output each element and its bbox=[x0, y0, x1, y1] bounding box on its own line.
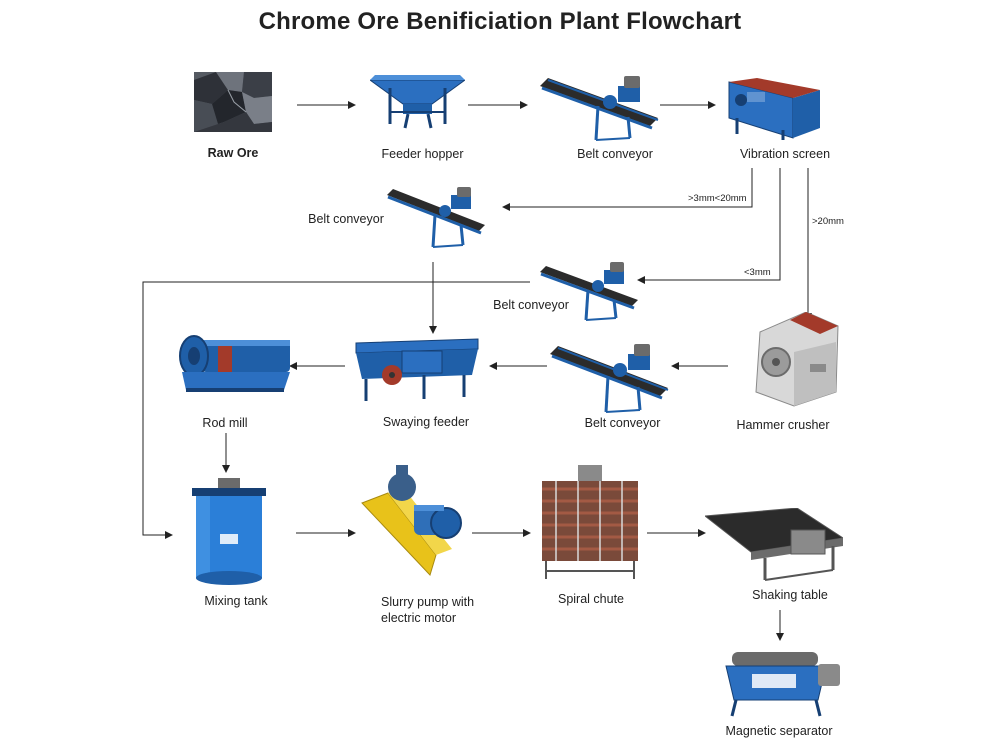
label-slurry-pump: Slurry pump with electric motor bbox=[381, 595, 475, 625]
label-belt-conveyor-4: Belt conveyor bbox=[584, 416, 661, 430]
swaying-feeder-image bbox=[355, 338, 479, 401]
edge-label-mid: >3mm<20mm bbox=[688, 193, 747, 204]
edge-label-fine: <3mm bbox=[744, 267, 771, 278]
label-raw-ore: Raw Ore bbox=[207, 146, 259, 160]
magnetic-separator-image bbox=[725, 652, 840, 717]
label-magnetic-separator: Magnetic separator bbox=[725, 724, 833, 738]
label-belt-conveyor-3: Belt conveyor bbox=[493, 298, 569, 312]
flowchart-title: Chrome Ore Benificiation Plant Flowchart bbox=[258, 8, 742, 35]
label-vibration-screen: Vibration screen bbox=[739, 147, 831, 161]
shaking-table-image bbox=[705, 508, 843, 581]
arrow-screen-fine bbox=[637, 168, 781, 284]
belt-conveyor-1-image bbox=[540, 76, 659, 141]
label-belt-conveyor-1: Belt conveyor bbox=[577, 147, 653, 161]
label-hammer-crusher: Hammer crusher bbox=[736, 418, 830, 432]
label-swaying-feeder: Swaying feeder bbox=[382, 415, 470, 429]
arrow-conveyor3-to-mixing bbox=[142, 281, 530, 539]
feeder-hopper-image bbox=[370, 75, 465, 129]
hammer-crusher-image bbox=[755, 312, 839, 407]
label-belt-conveyor-2: Belt conveyor bbox=[308, 212, 384, 226]
raw-ore-image bbox=[194, 72, 272, 132]
label-feeder-hopper: Feeder hopper bbox=[381, 147, 464, 161]
label-spiral-chute: Spiral chute bbox=[557, 592, 624, 606]
label-rod-mill: Rod mill bbox=[202, 416, 248, 430]
vibration-screen-image bbox=[728, 78, 820, 140]
label-mixing-tank: Mixing tank bbox=[204, 594, 268, 608]
spiral-chute-image bbox=[542, 465, 638, 579]
label-shaking-table: Shaking table bbox=[752, 588, 828, 602]
edge-label-coarse: >20mm bbox=[812, 216, 844, 227]
mixing-tank-image bbox=[192, 478, 266, 585]
rod-mill-image bbox=[179, 335, 290, 392]
belt-conveyor-2-image bbox=[387, 187, 485, 248]
slurry-pump-image bbox=[361, 465, 462, 576]
belt-conveyor-4-image bbox=[550, 344, 669, 413]
arrow-screen-mid bbox=[502, 168, 753, 211]
belt-conveyor-3-image bbox=[540, 262, 638, 321]
